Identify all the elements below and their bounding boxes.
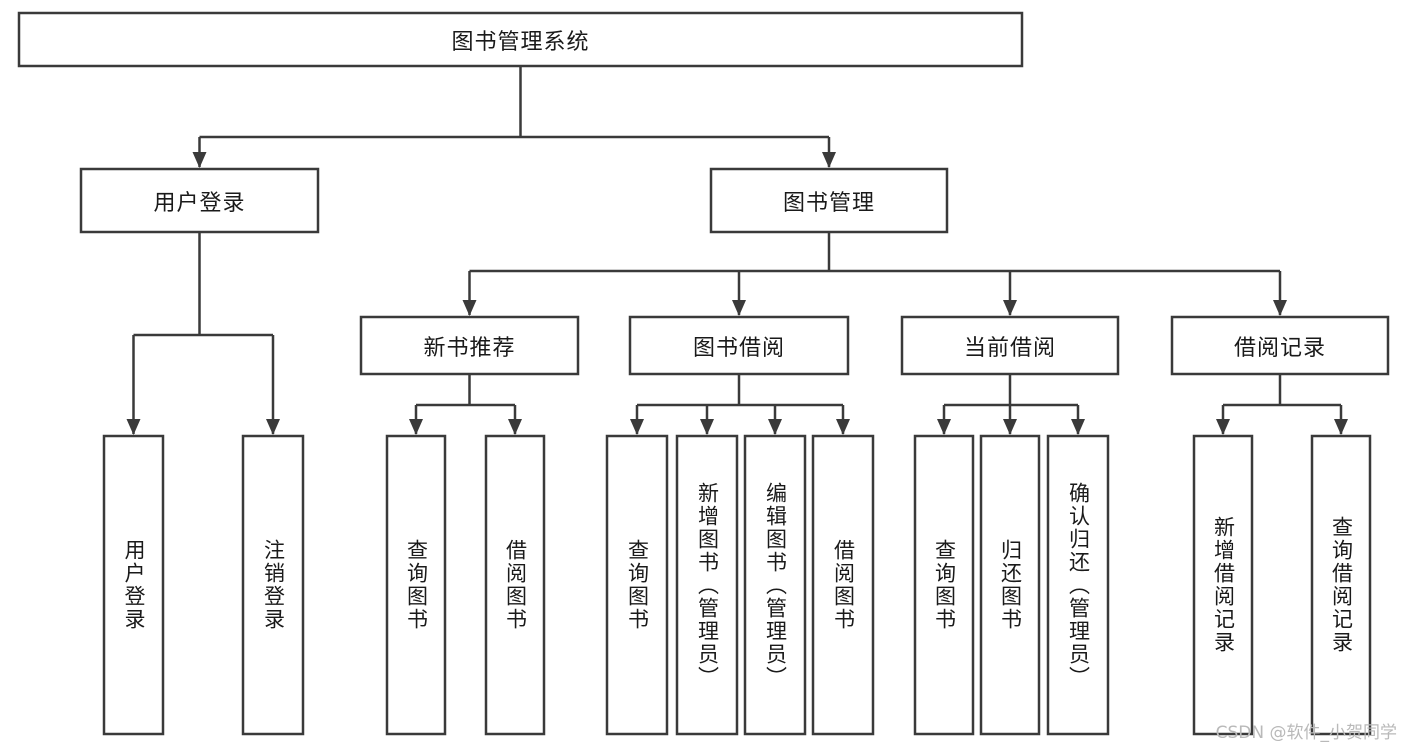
node-root-box — [17, 11, 1024, 68]
boxes-layer — [17, 11, 1390, 736]
arrow-head-icon-login-0 — [126, 419, 141, 435]
node-leaf-box-7 — [811, 434, 875, 736]
arrow-head-icon-mgmt-2 — [1003, 300, 1017, 316]
arrow-head-icon-mgmt-0 — [462, 300, 477, 316]
node-leaf-box-11 — [1192, 434, 1254, 736]
node-leaf-box-4 — [605, 434, 669, 736]
node-leaf-box-0 — [102, 434, 165, 736]
arrow-head-icon-newbook-1 — [508, 419, 522, 435]
arrow-head-icon-record-1 — [1334, 419, 1348, 435]
arrow-head-icon-borrow-2 — [768, 419, 782, 435]
arrow-head-icon-record-0 — [1216, 419, 1230, 435]
node-level3-box-0 — [359, 315, 580, 376]
node-leaf-box-5 — [675, 434, 739, 736]
node-leaf-box-6 — [743, 434, 807, 736]
arrow-head-icon-mgmt-3 — [1273, 300, 1287, 316]
arrow-head-icon-root-1 — [822, 152, 836, 168]
arrow-head-icon-current-2 — [1071, 419, 1085, 435]
connectors-layer — [126, 66, 1348, 435]
node-leaf-box-9 — [979, 434, 1041, 736]
arrow-head-icon-login-1 — [266, 419, 280, 435]
node-level3-box-3 — [1170, 315, 1390, 376]
arrow-head-icon-borrow-0 — [630, 419, 644, 435]
node-level2-box-0 — [79, 167, 320, 234]
arrow-head-icon-current-0 — [937, 419, 951, 435]
node-level3-box-2 — [900, 315, 1120, 376]
node-leaf-box-3 — [484, 434, 546, 736]
arrow-head-icon-mgmt-1 — [732, 300, 746, 316]
node-leaf-box-12 — [1310, 434, 1372, 736]
arrow-head-icon-borrow-1 — [700, 419, 714, 435]
node-level3-box-1 — [628, 315, 850, 376]
arrow-head-icon-current-1 — [1003, 419, 1017, 435]
node-leaf-box-8 — [913, 434, 975, 736]
arrow-head-icon-borrow-3 — [836, 419, 850, 435]
node-leaf-box-1 — [241, 434, 305, 736]
node-level2-box-1 — [709, 167, 949, 234]
node-leaf-box-2 — [385, 434, 447, 736]
node-leaf-box-10 — [1046, 434, 1110, 736]
arrow-head-icon-root-0 — [192, 152, 207, 168]
arrow-head-icon-newbook-0 — [409, 419, 423, 435]
